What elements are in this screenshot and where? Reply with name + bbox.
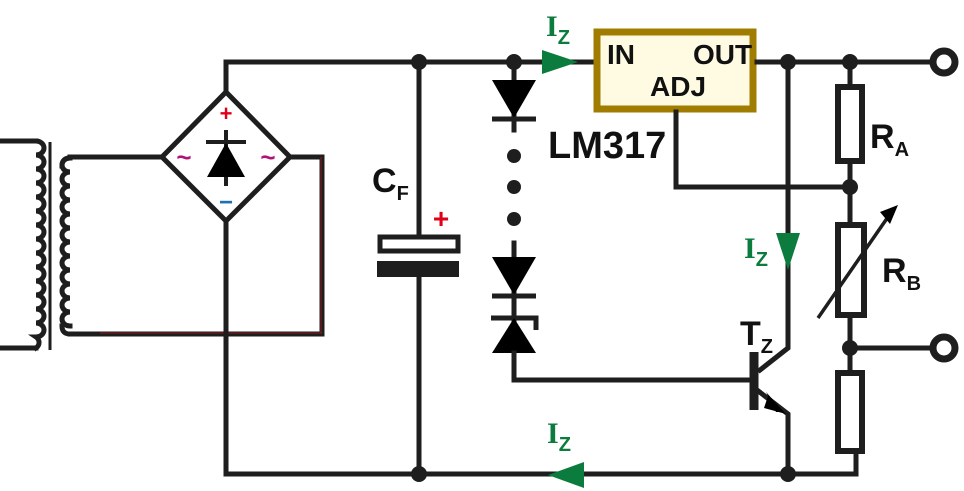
secondary-coil	[59, 155, 73, 329]
chain-dot-3	[507, 212, 521, 226]
junctions	[411, 54, 858, 482]
transformer	[0, 138, 73, 352]
current-iz-return: IZ	[547, 417, 584, 488]
current-label: IZ	[547, 417, 571, 456]
pin-adj-label: ADJ	[650, 71, 706, 102]
junction-dot	[842, 179, 858, 195]
current-arrow-down	[776, 233, 800, 270]
chain-dot-2	[507, 180, 521, 194]
emitter-arrow	[766, 392, 784, 412]
output-terminal-bottom[interactable]	[929, 333, 959, 363]
junction-dot	[842, 340, 858, 356]
rb-adjust-arrow-line	[816, 213, 892, 319]
current-iz-input: IZ	[542, 10, 578, 74]
primary-coil	[27, 138, 47, 352]
current-arrow-right	[542, 50, 578, 74]
pin-in-label: IN	[607, 39, 635, 70]
junction-dot	[506, 54, 522, 70]
junction-dot	[411, 466, 427, 482]
diode-2-triangle	[492, 257, 536, 295]
bridge-plus: +	[220, 101, 233, 126]
bridge-ac-left: ~	[176, 142, 191, 172]
output-terminal-top[interactable]	[929, 47, 959, 77]
rb-label: RB	[882, 252, 921, 295]
wire-adj	[673, 109, 853, 190]
zener-bar	[491, 315, 539, 330]
current-iz-collector: IZ	[744, 232, 800, 271]
wire-collector	[756, 59, 791, 374]
resistor-bottom	[835, 370, 865, 454]
chain-dot-1	[507, 149, 521, 163]
regulator-body	[593, 28, 757, 113]
cap-plate-positive	[377, 234, 461, 254]
junction-dot	[842, 54, 858, 70]
resistor-rb: RB	[816, 205, 921, 375]
ra-label: RA	[870, 118, 909, 161]
diode-chain	[491, 59, 753, 383]
rb-adjust-arrow-head	[880, 205, 898, 224]
bridge-rectifier: + − ~ ~	[158, 88, 294, 225]
junction-dot	[780, 466, 796, 482]
transistor-emitter	[753, 386, 791, 477]
ra-body	[835, 84, 865, 164]
diode-1-triangle	[492, 80, 536, 118]
junction-dot	[780, 54, 796, 70]
wire-top-rail	[223, 59, 601, 95]
cap-label: CF	[372, 162, 409, 205]
zener-triangle	[492, 318, 536, 353]
regulator-name: LM317	[548, 125, 666, 167]
current-label: IZ	[546, 10, 570, 49]
regulator-lm317: IN OUT ADJ	[593, 28, 757, 113]
transistor-label: TZ	[740, 315, 773, 358]
current-label: IZ	[744, 232, 768, 271]
cap-polarity: +	[433, 203, 449, 234]
emitter-arrow-head	[764, 396, 786, 414]
wire-secondary-to-bridge-right	[67, 154, 325, 337]
transistor-tz: TZ	[740, 315, 791, 477]
bridge-diode-triangle	[207, 143, 245, 177]
junction-dot	[411, 54, 427, 70]
capacitor-cf: CF +	[372, 59, 461, 477]
bottom-resistor-body	[835, 370, 865, 454]
wire-bottom-rail	[223, 218, 859, 477]
bridge-minus: −	[219, 189, 233, 216]
bridge-ac-right: ~	[260, 142, 275, 172]
pin-out-label: OUT	[693, 39, 752, 70]
current-arrow-left	[548, 462, 584, 488]
wire-zener-to-base	[511, 350, 753, 383]
resistor-ra: RA	[835, 59, 909, 227]
